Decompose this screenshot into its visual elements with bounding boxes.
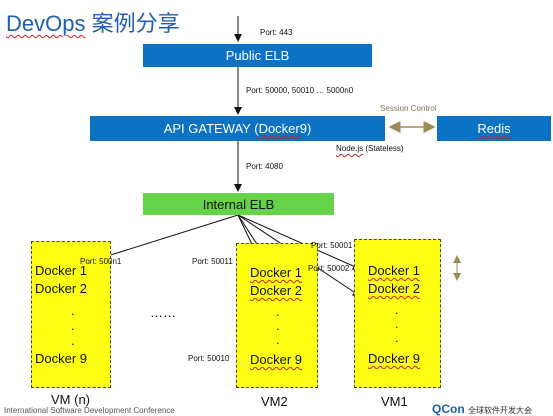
public-elb-port: Port: 443 [260,28,293,37]
vm1-dot-2: . [395,316,399,331]
vm2-label: VM2 [261,394,288,409]
vm2-dot-2: . [276,318,280,333]
internal-elb-box: Internal ELB [143,193,334,215]
vm1-docker-9: Docker 9 [368,351,421,366]
vm2-docker-9: Docker 9 [250,352,303,367]
redis-box: Redis [437,116,551,141]
vm2-docker-1: Docker 1 [250,265,303,280]
qcon-cn-text: 全球软件开发大会 [468,406,533,415]
vm1-port-a: Port: 50001 [311,241,353,250]
vm1-docker-1: Docker 1 [368,263,421,278]
api-gateway-label-prefix: API GATEWAY ( [163,121,259,136]
vm-n-docker-9: Docker 9 [35,351,88,366]
internal-elb-port: Port: 4080 [246,162,283,171]
footer-conference: International Software Development Confe… [4,406,175,415]
vm1-docker-2: Docker 2 [368,281,421,296]
gateway-note-suffix: (Stateless) [363,144,404,153]
session-control-label: Session Control [380,104,437,113]
public-elb-label: Public ELB [225,48,290,63]
arrow-to-vm1-docker1 [237,214,361,270]
vm-ellipsis: …… [150,305,176,320]
vm2-box [236,243,318,388]
vm1-port-b: Port: 50002 [308,264,350,273]
vm2-dot-1: . [276,304,280,319]
vm2-port-bottom: Port: 50010 [188,354,230,363]
vm-n-dot-1: . [71,303,75,318]
vm-n-port: Port: 500n1 [80,257,122,266]
gateway-note-nodejs: Node.js [336,144,364,153]
vm2-dot-3: . [276,332,280,347]
vm1-dot-3: . [395,330,399,345]
vm-n-dot-3: . [71,333,75,348]
vm1-box [354,239,441,388]
vm1-label: VM1 [381,394,408,409]
api-gateway-box: API GATEWAY (Docker 9) [90,116,385,141]
vm-n-docker-2: Docker 2 [35,281,88,296]
gateway-note: Node.js (Stateless) [336,144,404,153]
slide-title: DevOps 案例分享 [6,6,180,38]
vm-n-label: VM (n) [51,392,90,407]
api-gateway-label-suffix: 9) [299,121,312,136]
title-devops: DevOps [6,11,86,36]
vm-n-docker-1: Docker 1 [35,263,88,278]
footer-brand: QCon 全球软件开发大会 [432,402,532,416]
internal-elb-label: Internal ELB [202,196,275,212]
redis-label: Redis [477,121,511,136]
vm2-port-top: Port: 50011 [192,257,233,266]
vm1-dot-1: . [395,302,399,317]
title-suffix: 案例分享 [91,11,180,36]
vm-n-box [31,241,111,388]
vm2-docker-2: Docker 2 [250,283,303,298]
qcon-logo: QCon [432,402,465,416]
public-elb-box: Public ELB [143,44,372,67]
api-gateway-label-docker: Docker [258,121,300,136]
vm-n-dot-2: . [71,318,75,333]
gateway-ports: Port: 50000, 50010 … 5000n0 [246,86,354,95]
